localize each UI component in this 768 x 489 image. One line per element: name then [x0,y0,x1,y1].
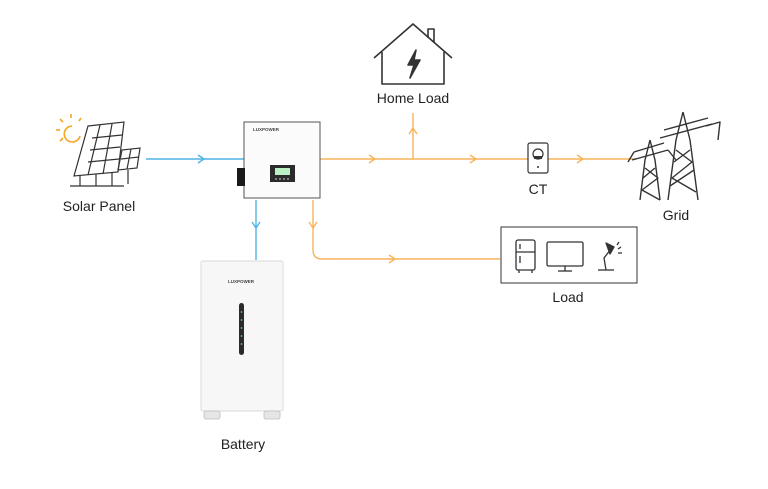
inverter: LUXPOWER [237,121,321,199]
battery-indicator-strip [239,303,244,355]
battery-foot-right [263,410,281,420]
solar-panel-label: Solar Panel [63,198,135,214]
battery: LUXPOWER [200,260,284,420]
desk-lamp-icon [598,241,622,271]
fridge-icon [515,239,536,273]
ct-meter-icon [527,142,549,174]
monitor-icon [546,241,584,272]
solar-to-inverter-flow [146,154,244,164]
battery-foot-left [203,410,221,420]
battery-logo: LUXPOWER [228,279,255,284]
inverter-to-grid-flow [320,154,636,164]
inverter-side-connector [237,168,245,186]
sun-icon [56,114,82,143]
inverter-logo: LUXPOWER [253,127,280,132]
inverter-to-battery-flow [251,200,261,260]
home-load-flow [408,113,418,159]
ct-label: CT [529,181,548,197]
home-load-label: Home Load [377,90,449,106]
load-label: Load [552,289,583,305]
grid-label: Grid [663,207,689,223]
solar-panel-sun-icon [56,114,141,187]
load-box [500,226,638,284]
inverter-to-load-flow [308,200,500,264]
house-lightning-icon [373,23,453,85]
power-tower-icon [627,111,721,201]
battery-label: Battery [221,436,265,452]
